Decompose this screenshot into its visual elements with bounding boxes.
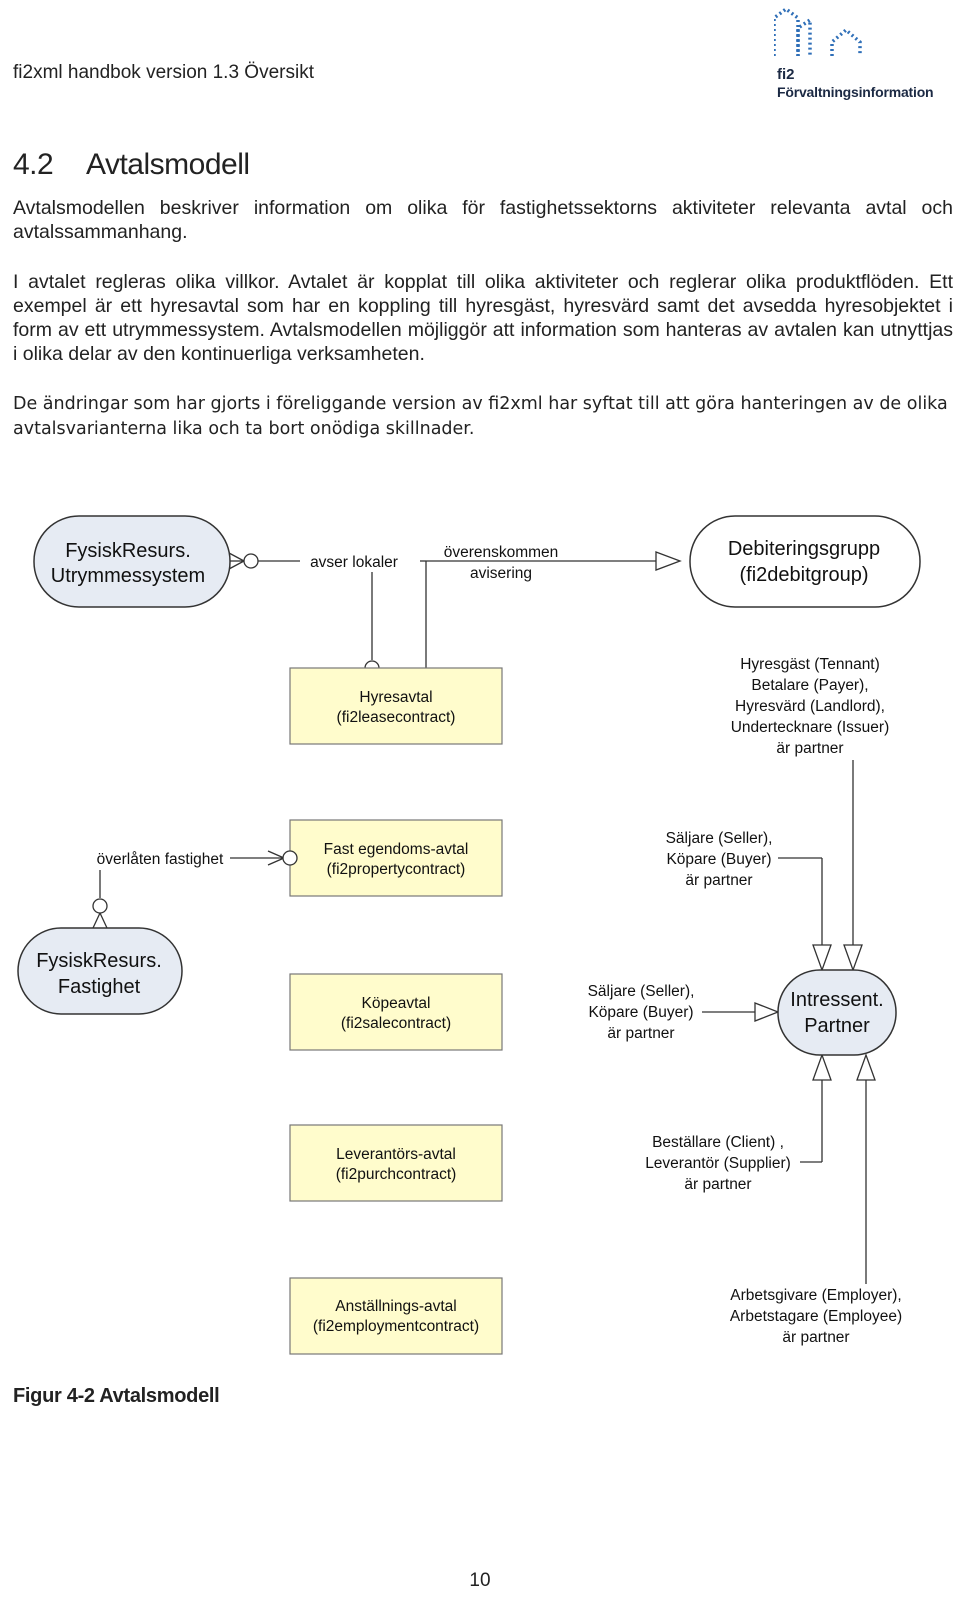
section-title: Avtalsmodell	[86, 148, 250, 181]
entity-partner-shape	[777, 969, 897, 1056]
entity-fastighet-shape	[17, 927, 183, 1015]
relation-anst-partner-line3: är partner	[782, 1329, 849, 1346]
relation-hyres-partner-line2: Betalare (Payer),	[751, 677, 868, 694]
entity-utrymme-shape	[33, 515, 231, 608]
relation-lev-partner-line2: Leverantör (Supplier)	[645, 1155, 791, 1172]
paragraph-changes: De ändringar som har gjorts i föreliggan…	[13, 394, 948, 439]
relation-hyres-partner-line1: Hyresgäst (Tennant)	[740, 656, 880, 673]
relation-hyres-partner-line5: är partner	[776, 740, 843, 757]
relation-overlaten-fastighet: överlåten fastighet	[97, 851, 224, 868]
relation-kop-partner-line1: Säljare (Seller),	[588, 983, 695, 1000]
entity-debitering-line2: (fi2debitgroup)	[740, 564, 869, 586]
logo-org-text: Förvaltningsinformation	[777, 84, 934, 100]
paragraph-contract-terms: I avtalet regleras olika villkor. Avtale…	[13, 271, 953, 365]
relation-overenskommen-line2: avisering	[470, 565, 532, 582]
logo-short-text: fi2	[777, 66, 795, 83]
relation-lev-partner-line3: är partner	[684, 1176, 751, 1193]
contract-hyresavtal-line1: Hyresavtal	[359, 689, 432, 706]
entity-debitering-shape	[689, 515, 921, 608]
document-header-title: fi2xml handbok version 1.3 Översikt	[13, 62, 314, 83]
figure-caption: Figur 4-2 Avtalsmodell	[13, 1385, 220, 1407]
contract-fastegendom-box	[289, 819, 503, 897]
relation-overenskommen-line1: överenskommen	[444, 544, 559, 561]
contract-model-diagram: FysiskResurs. Utrymmessystem Debiterings…	[17, 515, 921, 1355]
relation-kop-partner-line2: Köpare (Buyer)	[588, 1004, 693, 1021]
contract-anstallning-line2: (fi2employmentcontract)	[313, 1318, 479, 1335]
page-number: 10	[469, 1570, 491, 1591]
contract-fastegendom-line1: Fast egendoms-avtal	[324, 841, 469, 858]
contract-kopeavtal-line1: Köpeavtal	[362, 995, 431, 1012]
relation-fast-partner-line2: Köpare (Buyer)	[666, 851, 771, 868]
entity-fastighet-line2: Fastighet	[58, 976, 141, 998]
relation-hyres-partner-line4: Undertecknare (Issuer)	[731, 719, 890, 736]
contract-fastegendom-line2: (fi2propertycontract)	[327, 861, 466, 878]
contract-hyresavtal-box	[289, 667, 503, 745]
entity-fastighet-line1: FysiskResurs.	[36, 950, 162, 972]
entity-utrymme-line2: Utrymmessystem	[51, 565, 205, 587]
relation-avser-lokaler: avser lokaler	[310, 554, 398, 571]
relation-lev-partner-line1: Beställare (Client) ,	[652, 1134, 784, 1151]
relation-anst-partner-line2: Arbetstagare (Employee)	[730, 1308, 902, 1325]
entity-partner-line1: Intressent.	[790, 989, 883, 1011]
entity-debitering-line1: Debiteringsgrupp	[728, 538, 880, 560]
relation-fast-partner-line1: Säljare (Seller),	[666, 830, 773, 847]
contract-hyresavtal-line2: (fi2leasecontract)	[337, 709, 456, 726]
section-number: 4.2	[13, 148, 54, 181]
relation-hyres-partner-line3: Hyresvärd (Landlord),	[735, 698, 885, 715]
relation-anst-partner-line1: Arbetsgivare (Employer),	[730, 1287, 901, 1304]
relation-kop-partner-line3: är partner	[607, 1025, 674, 1042]
entity-utrymme-line1: FysiskResurs.	[65, 540, 191, 562]
contract-leverantor-line2: (fi2purchcontract)	[336, 1166, 457, 1183]
fi2-logo-icon	[774, 6, 862, 56]
entity-partner-line2: Partner	[804, 1015, 870, 1037]
contract-anstallning-box	[289, 1277, 503, 1355]
relation-fast-partner-line3: är partner	[685, 872, 752, 889]
contract-leverantor-line1: Leverantörs-avtal	[336, 1146, 456, 1163]
contract-anstallning-line1: Anställnings-avtal	[335, 1298, 456, 1315]
paragraph-intro: Avtalsmodellen beskriver information om …	[13, 197, 953, 243]
contract-kopeavtal-box	[289, 973, 503, 1051]
contract-leverantor-box	[289, 1124, 503, 1202]
contract-kopeavtal-line2: (fi2salecontract)	[341, 1015, 451, 1032]
